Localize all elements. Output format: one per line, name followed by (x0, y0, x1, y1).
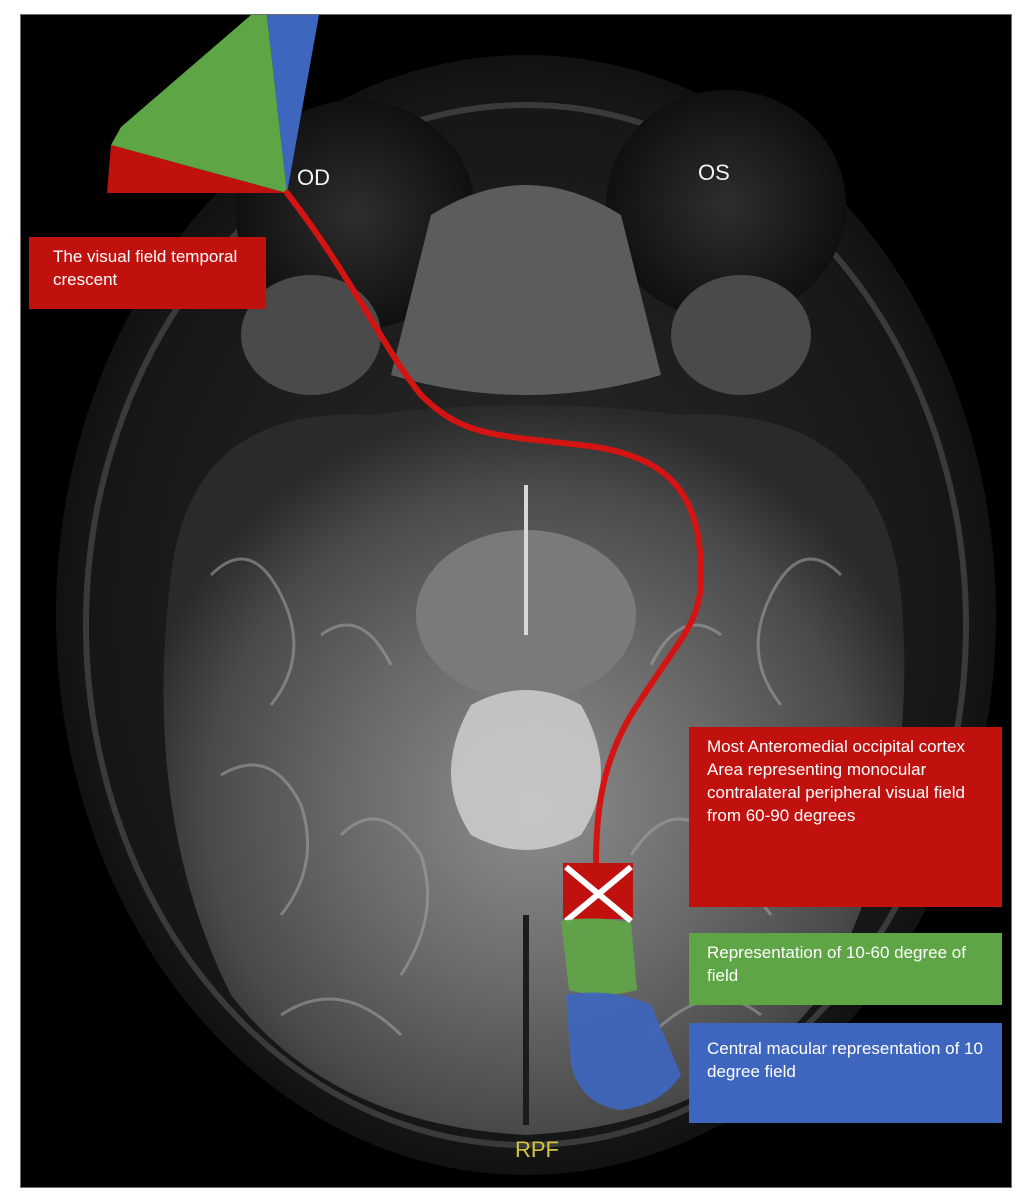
visual-field-wedge (107, 15, 319, 193)
occipital-cortex-line-1: Most Anteromedial occipital cortex (707, 737, 965, 756)
temporal-crescent-label: The visual field temporal crescent (29, 237, 266, 309)
left-orbit (606, 90, 846, 320)
left-temporal-pole (671, 275, 811, 395)
occipital-cortex-label: Most Anteromedial occipital cortex Area … (689, 727, 1002, 907)
vermis-bright (451, 690, 601, 850)
right-temporal-pole (241, 275, 381, 395)
central-macular-label: Central macular representation of 10 deg… (689, 1023, 1002, 1123)
optic-pathway-line (284, 190, 705, 868)
rpf-label: RPF (515, 1137, 559, 1162)
occipital-cortex-line-2: Area representing monocular contralatera… (707, 760, 965, 825)
mid-field-label: Representation of 10-60 degree of field (689, 933, 1002, 1005)
right-orbit (236, 100, 476, 330)
mri-figure: OD OS The visual field temporal crescent… (20, 14, 1012, 1188)
temporal-crescent-text: The visual field temporal crescent (53, 247, 238, 289)
od-label: OD (297, 165, 330, 190)
mri-axial-scan (56, 15, 996, 1175)
frontal-lobes (391, 185, 661, 395)
central-macular-text: Central macular representation of 10 deg… (707, 1039, 983, 1081)
mid-field-text: Representation of 10-60 degree of field (707, 943, 966, 985)
mid-field-patch (561, 918, 637, 995)
x-mark-icon (564, 864, 633, 924)
gyri-texture (209, 557, 843, 1037)
skull-ring (83, 102, 969, 1148)
macular-patch (566, 992, 681, 1110)
os-label: OS (698, 160, 730, 185)
